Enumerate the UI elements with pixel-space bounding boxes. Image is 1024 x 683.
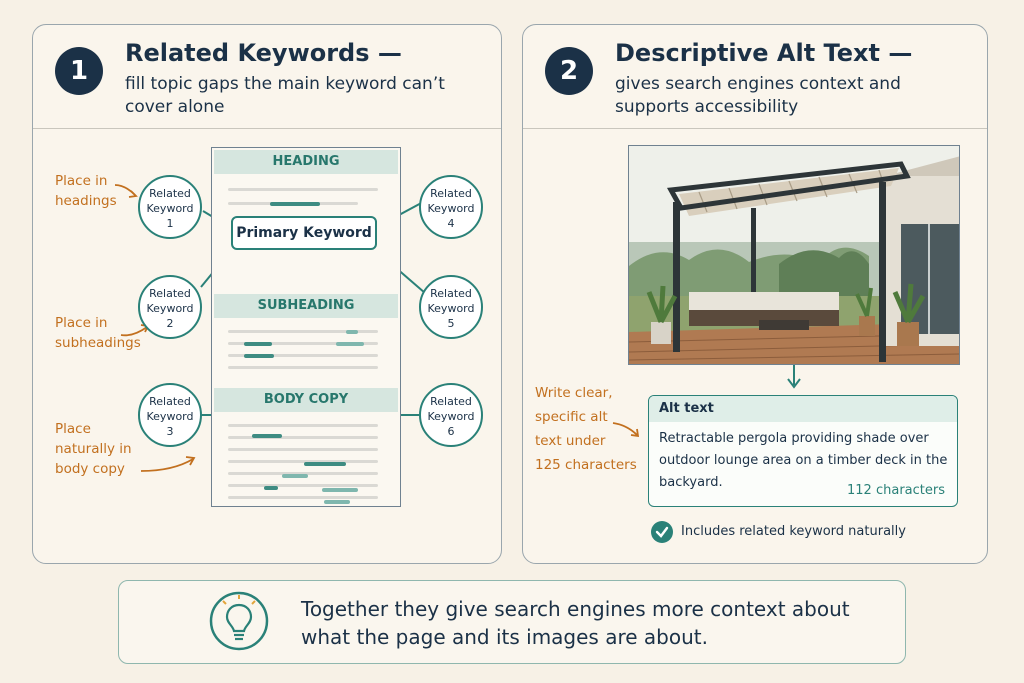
related-keyword-1: Related Keyword 1 [138,175,202,239]
annotation-line: headings [55,193,117,209]
keyword-highlight [282,474,308,478]
keyword-number: 2 [166,317,174,330]
panel-header: 1 Related Keywords — fill topic gaps the… [33,25,501,129]
related-keyword-6: Related Keyword 6 [419,383,483,447]
keyword-label: Keyword [427,202,475,215]
page-document: HEADING SUBHEADING BODY COPY [211,147,401,507]
keyword-label: Related [430,187,472,200]
primary-keyword-box: Primary Keyword [231,216,377,250]
text-line [228,472,378,475]
lightbulb-icon [207,589,271,653]
keyword-highlight [336,342,364,346]
keyword-label: Keyword [146,410,194,423]
alt-text-annotation: Write clear, specific alt text under 125… [535,381,637,477]
text-line [228,330,378,333]
annotation-line: subheadings [55,335,141,351]
text-line [228,424,378,427]
keyword-number: 1 [166,217,174,230]
annotation-headings: Place in headings [55,171,117,211]
annotation-subheadings: Place in subheadings [55,313,141,353]
text-line [228,342,378,345]
annotation-line: Place in [55,173,108,189]
keyword-label: Keyword [427,410,475,423]
annotation-body-copy: Place naturally in body copy [55,419,132,479]
related-keyword-3: Related Keyword 3 [138,383,202,447]
step-number-badge: 1 [55,47,103,95]
character-count: 112 characters [847,483,945,498]
step-number-badge: 2 [545,47,593,95]
checkmark-icon [651,521,673,543]
keyword-highlight [252,434,282,438]
annotation-line: Place in [55,315,108,331]
keyword-highlight [346,330,358,334]
right-panel-arrows [612,365,801,438]
panel-title: Related Keywords — [125,39,402,67]
keyword-number: 4 [447,217,455,230]
related-keyword-4: Related Keyword 4 [419,175,483,239]
related-keyword-5: Related Keyword 5 [419,275,483,339]
annotation-line: specific alt [535,409,608,425]
keyword-number: 3 [166,425,174,438]
panel-title: Descriptive Alt Text — [615,39,913,67]
summary-banner: Together they give search engines more c… [118,580,906,664]
text-line [228,436,378,439]
check-label: Includes related keyword naturally [681,524,906,539]
keyword-highlight [324,500,350,504]
keyword-label: Related [149,187,191,200]
text-line [228,366,378,369]
text-line [228,354,378,357]
keyword-label: Related [149,287,191,300]
keyword-highlight [322,488,358,492]
pergola-illustration [629,146,959,364]
alt-text-panel: 2 Descriptive Alt Text — gives search en… [522,24,988,564]
summary-text: Together they give search engines more c… [301,597,850,649]
keyword-highlight [244,354,274,358]
keyword-highlight [264,486,278,490]
keyword-label: Keyword [146,202,194,215]
section-heading-label: HEADING [214,150,398,174]
keyword-label: Related [430,287,472,300]
annotation-line: Place [55,421,91,437]
section-body-label: BODY COPY [214,388,398,412]
alt-text-box: Alt text Retractable pergola providing s… [648,395,958,507]
text-line [228,448,378,451]
alt-text-heading: Alt text [649,396,957,422]
panel-header: 2 Descriptive Alt Text — gives search en… [523,25,987,129]
annotation-line: body copy [55,461,125,477]
keyword-label: Keyword [146,302,194,315]
keyword-label: Keyword [427,302,475,315]
annotation-line: Write clear, [535,385,613,401]
section-subheading-label: SUBHEADING [214,294,398,318]
panel-subtitle: fill topic gaps the main keyword can’t c… [125,74,445,117]
text-line [228,460,378,463]
keyword-highlight [244,342,272,346]
alt-text-content: Retractable pergola providing shade over… [659,431,948,490]
pergola-photo [628,145,960,365]
related-keyword-2: Related Keyword 2 [138,275,202,339]
related-keywords-panel: 1 Related Keywords — fill topic gaps the… [32,24,502,564]
text-line [228,496,378,499]
keyword-number: 5 [447,317,455,330]
keyword-highlight [270,202,320,206]
keyword-number: 6 [447,425,455,438]
keyword-label: Related [430,395,472,408]
keyword-label: Related [149,395,191,408]
annotation-line: text under [535,433,606,449]
text-line [228,484,378,487]
annotation-line: 125 characters [535,457,637,473]
annotation-line: naturally in [55,441,132,457]
keyword-highlight [304,462,346,466]
panel-subtitle: gives search engines context and support… [615,74,901,117]
text-line [228,188,378,191]
